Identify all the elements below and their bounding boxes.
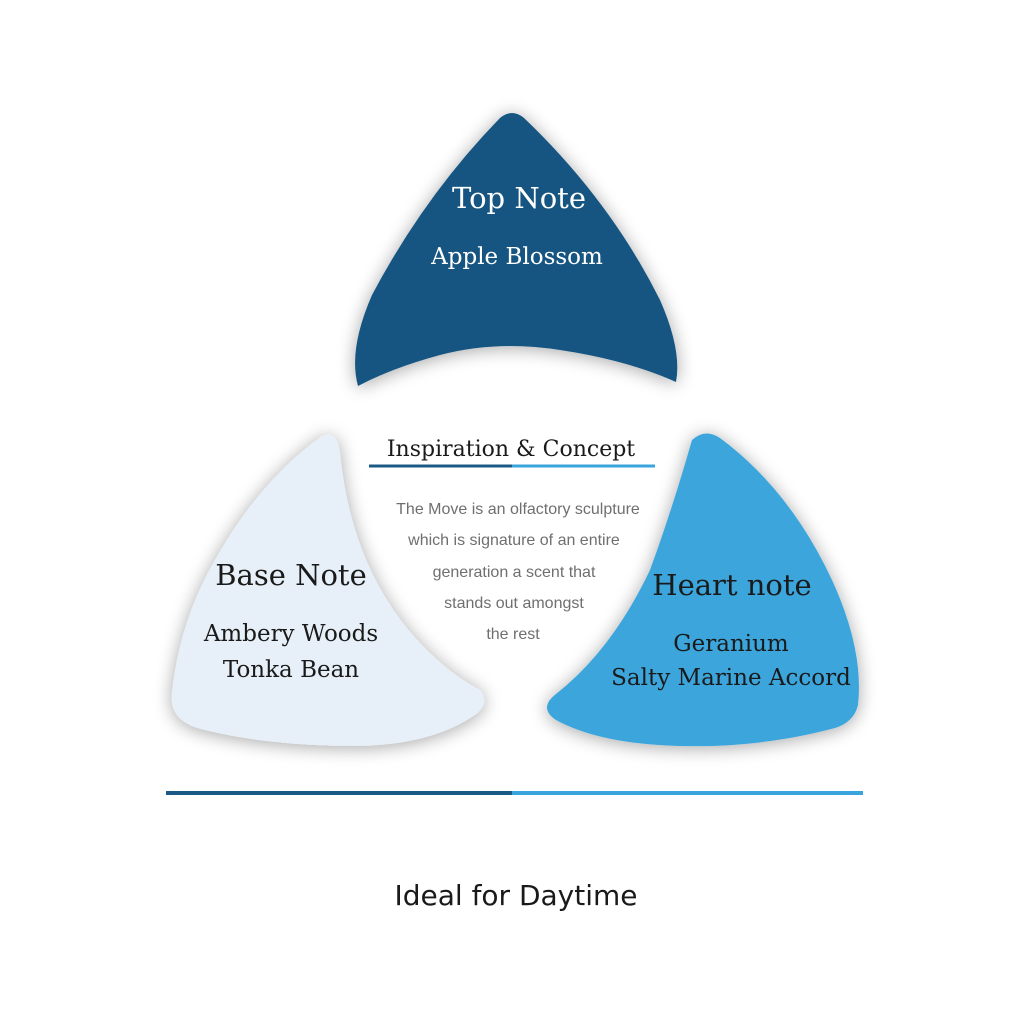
concept-body-line: generation a scent that: [433, 564, 596, 581]
top-note-title: Top Note: [452, 181, 586, 215]
base-note-petal: [171, 434, 485, 746]
top-note-petal: [355, 113, 678, 386]
base-note-ingredient: Tonka Bean: [223, 657, 359, 683]
heart-note-ingredient: Geranium: [673, 631, 789, 657]
concept-title: Inspiration & Concept: [387, 437, 635, 462]
concept-body-line: which is signature of an entire: [407, 532, 620, 549]
base-note-ingredient: Ambery Woods: [203, 621, 378, 647]
top-note-ingredient: Apple Blossom: [430, 244, 603, 270]
heart-note-ingredient: Salty Marine Accord: [611, 665, 851, 691]
concept-body-line: stands out amongst: [444, 595, 584, 612]
concept-body-line: The Move is an olfactory sculpture: [396, 501, 640, 518]
heart-note-title: Heart note: [652, 568, 811, 602]
heart-note-petal: [547, 433, 859, 747]
base-note-title: Base Note: [215, 558, 367, 592]
footer-text: Ideal for Daytime: [394, 879, 637, 912]
concept-body-line: the rest: [486, 626, 540, 643]
